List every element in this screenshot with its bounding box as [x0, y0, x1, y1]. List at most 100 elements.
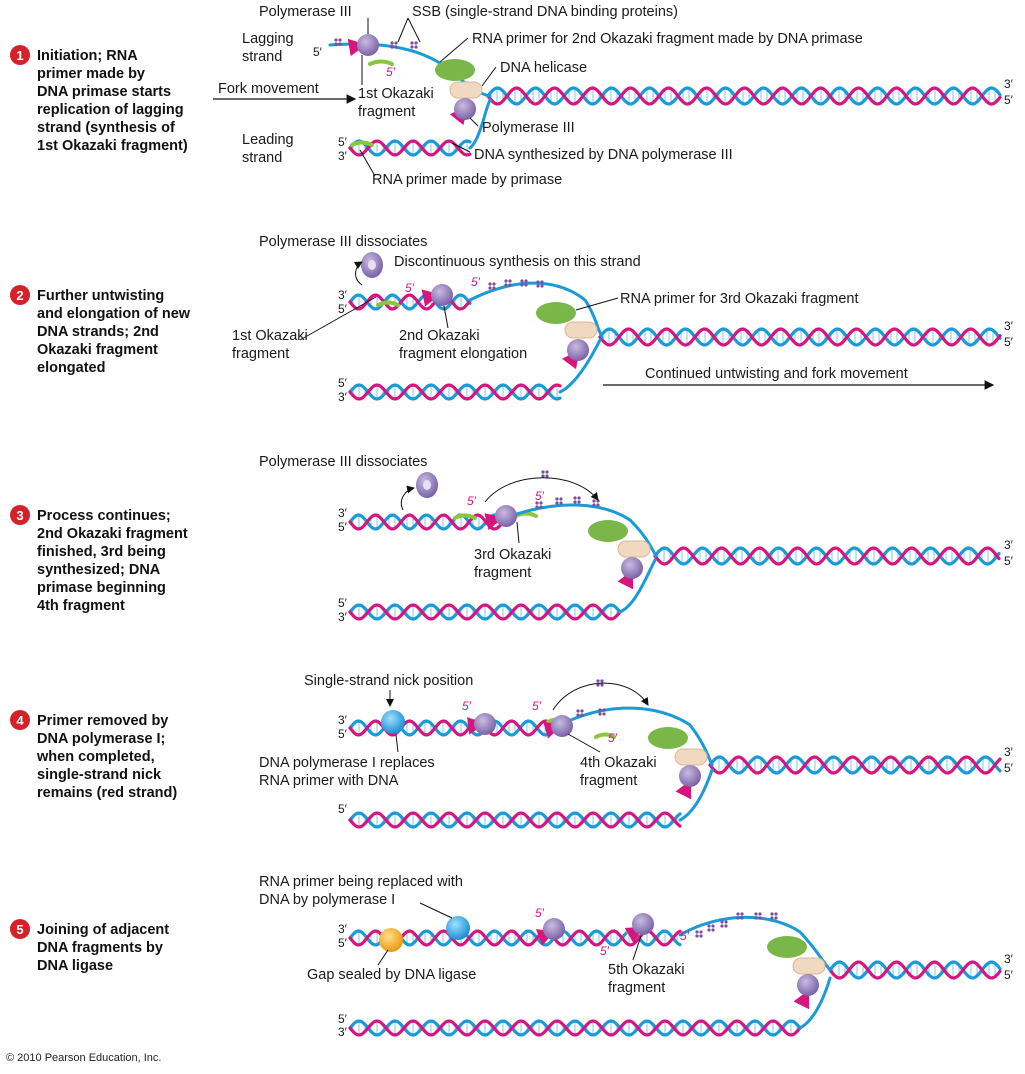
rna-primer-leading: [350, 140, 374, 147]
ssb-protein-icon: [774, 916, 778, 920]
ssb-protein-icon: [504, 283, 508, 287]
second-okazaki-label: fragment elongation: [399, 346, 527, 362]
lagging-helix-3-strand-b: [348, 513, 502, 531]
helicase-icon: [674, 748, 708, 766]
ssb-protein-icon: [394, 41, 398, 45]
ssb-protein-icon: [488, 286, 492, 290]
rna-primer-primase-label: RNA primer made by primase: [372, 172, 562, 188]
lagging-strand-label: Lagging: [242, 31, 294, 47]
leading-template-1: [468, 98, 492, 150]
three-prime-label: 3′: [1004, 319, 1014, 333]
primase-icon: [536, 302, 576, 324]
polymerase-iii-dissociated-hole-icon: [368, 260, 376, 270]
five-prime-label: 5′: [1004, 93, 1014, 107]
ssb-protein-icon: [602, 712, 606, 716]
ssb-protein-icon: [410, 41, 414, 45]
ssb-protein-icon: [535, 505, 539, 509]
polymerase-iii-icon: [567, 339, 589, 361]
step-5-line: DNA fragments by: [37, 940, 163, 956]
parental-helix-5-strand-b: [828, 960, 1002, 980]
polymerase-iii-icon: [543, 918, 565, 940]
ssb-protein-icon: [720, 920, 724, 924]
ssb-protein-icon: [555, 501, 559, 505]
primase-icon: [648, 727, 688, 749]
five-prime-label: 5′: [313, 45, 323, 59]
ssb-label: SSB (single-strand DNA binding proteins): [412, 4, 678, 20]
three-prime-label: 3′: [338, 1025, 348, 1039]
step-2-badge: [10, 285, 30, 305]
ssb-protein-icon: [555, 497, 559, 501]
ssb-protein-icon: [711, 928, 715, 932]
step-1-badge: [10, 45, 30, 65]
strand-end-labels: 5′ 5′ 3′ 5′ 5′ 3′ 3′ 5′ 5′ 5′ 3′ 5′ 5′ 3…: [313, 45, 1014, 1039]
labels-step-5: RNA primer being replaced with DNA by po…: [259, 874, 685, 996]
five-prime-label: 5′: [608, 731, 618, 745]
ssb-protein-icon: [707, 924, 711, 928]
leading-template-2: [558, 338, 602, 394]
ssb-protein-icon: [770, 916, 774, 920]
ssb-protein-icon: [592, 499, 596, 503]
ssb-protein-icon: [573, 500, 577, 504]
ssb-protein-icon: [536, 280, 540, 284]
fourth-okazaki-label: 4th Okazaki: [580, 755, 657, 771]
leading-strand-label: strand: [242, 150, 282, 166]
ssb-protein-icon: [536, 284, 540, 288]
fourth-okazaki-label: fragment: [580, 773, 637, 789]
ssb-protein-icon: [414, 45, 418, 49]
ssb-protein-icon: [545, 470, 549, 474]
labels-step-1: Polymerase III SSB (single-strand DNA bi…: [218, 4, 863, 188]
ssb-protein-icon: [600, 683, 604, 687]
ssb-protein-icon: [598, 708, 602, 712]
five-prime-label: 5′: [535, 906, 545, 920]
ssb-protein-icon: [539, 501, 543, 505]
ssb-protein-icon: [699, 930, 703, 934]
five-prime-label: 5′: [1004, 335, 1014, 349]
polymerase-iii-icon: [621, 557, 643, 579]
fifth-okazaki-label: 5th Okazaki: [608, 962, 685, 978]
step-4-line: remains (red strand): [37, 785, 177, 801]
dna-polymerase-i-icon: [446, 916, 470, 940]
ssb-protein-icon: [758, 916, 762, 920]
ssb-protein-icon: [508, 279, 512, 283]
fork-movement-label: Fork movement: [218, 81, 319, 97]
five-prime-label: 5′: [600, 944, 610, 958]
three-prime-label: 3′: [338, 610, 348, 624]
ssb-protein-icon: [740, 916, 744, 920]
ssb-protein-icon: [334, 38, 338, 42]
ssb-protein-icon: [736, 912, 740, 916]
three-prime-label: 3′: [1004, 538, 1014, 552]
step-2-description: 2 Further untwisting and elongation of n…: [10, 285, 191, 376]
ssb-protein-icon: [524, 283, 528, 287]
helicase-icon: [792, 957, 826, 975]
five-prime-label: 5′: [338, 135, 348, 149]
rna-replaced-label: DNA by polymerase I: [259, 892, 395, 908]
step-5-line: Joining of adjacent: [37, 922, 169, 938]
leading-helix-3-strand-b: [348, 603, 622, 621]
lagging-strand-label: strand: [242, 49, 282, 65]
parental-helix-2-strand-a: [598, 327, 1002, 347]
dna-polymerase-i-icon: [381, 710, 405, 734]
primase-icon: [588, 520, 628, 542]
step-2-line: elongated: [37, 360, 105, 376]
ssb-protein-icon: [724, 920, 728, 924]
parental-helix-4-strand-b: [708, 755, 1002, 775]
five-prime-label: 5′: [1004, 968, 1014, 982]
discontinuous-synthesis-label: Discontinuous synthesis on this strand: [394, 254, 641, 270]
step-2-line: and elongation of new: [37, 306, 191, 322]
ssb-protein-icon: [520, 279, 524, 283]
parental-helix-3-strand-a: [653, 546, 1001, 566]
nick-position-label: Single-strand nick position: [304, 673, 473, 689]
step-2-line: Okazaki fragment: [37, 342, 158, 358]
step-2-line: Further untwisting: [37, 288, 164, 304]
five-prime-label: 5′: [338, 520, 348, 534]
step-3-line: 4th fragment: [37, 598, 125, 614]
leader-lines: [213, 17, 995, 966]
ssb-protein-icon: [504, 279, 508, 283]
ssb-protein-icon: [724, 924, 728, 928]
step-5-line: DNA ligase: [37, 958, 113, 974]
step-3-line: finished, 3rd being: [37, 544, 166, 560]
step-3-line: Process continues;: [37, 508, 171, 524]
ssb-protein-icon: [774, 912, 778, 916]
lagging-template-3: [498, 503, 658, 558]
ssb-protein-icon: [577, 500, 581, 504]
